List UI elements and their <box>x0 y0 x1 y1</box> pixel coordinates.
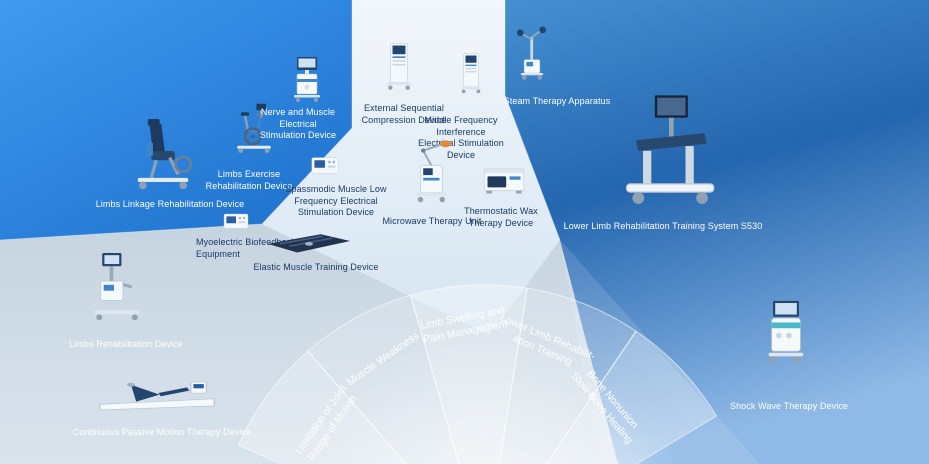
device-label-limbs-exercise: Limbs Exercise Rehabilitation Device <box>205 169 293 191</box>
device-label-cpm: Continuous Passive Motion Therapy Device <box>72 427 252 437</box>
device-label-middle-frequency: Middle Frequency Interference Electrical… <box>418 115 504 161</box>
device-label-limbs-linkage: Limbs Linkage Rehabilitation Device <box>95 199 245 209</box>
background-panel-top-center <box>262 0 560 335</box>
device-label-wax: Thermostatic Wax Therapy Device <box>464 206 538 228</box>
device-label-microwave: Microwave Therapy Unit <box>382 216 482 226</box>
device-limbs-rehabilitation <box>80 238 154 336</box>
fan-sector-lower-limb-training <box>498 287 637 464</box>
background-panel-right <box>505 0 929 464</box>
shock-cart-icon <box>750 280 822 388</box>
device-label-steam-therapy: Steam Therapy Apparatus <box>503 96 611 106</box>
panel-seam-right <box>504 0 561 241</box>
tabletop-unit-icon <box>298 140 352 184</box>
device-thermostatic-wax <box>472 150 536 205</box>
device-spassmodic-muscle-stimulation <box>298 140 352 184</box>
device-label-shock-wave: Shock Wave Therapy Device <box>729 401 849 411</box>
steam-unit-icon <box>504 13 560 95</box>
training-mat-icon <box>260 216 358 264</box>
tower-unit-icon <box>372 28 426 102</box>
cpm-machine-icon <box>92 354 222 424</box>
device-shock-wave-therapy <box>750 280 822 388</box>
device-lower-limb-training-system <box>610 86 728 218</box>
device-label-lower-limb-s530: Lower Limb Rehabilitation Training Syste… <box>563 221 763 231</box>
wax-box-icon <box>472 150 536 205</box>
fan-sector-bone-nonunion <box>545 330 718 464</box>
fan-sector-muscle-weakness <box>307 294 460 464</box>
device-steam-therapy <box>504 13 560 95</box>
cart-monitor-icon <box>282 48 332 110</box>
device-label-external-compression: External Sequential Compression Device <box>361 103 447 125</box>
device-middle-frequency-stimulation <box>448 32 494 112</box>
articulated-arm-unit-icon <box>396 126 464 216</box>
device-label-spassmodic: Spassmodic Muscle Low Frequency Electric… <box>285 184 387 218</box>
device-label-nerve-muscle: Nerve and Muscle Electrical Stimulation … <box>259 107 337 141</box>
panel-seam-left <box>0 0 353 241</box>
device-label-elastic: Elastic Muscle Training Device <box>253 262 379 272</box>
fan-center-glow <box>291 335 679 464</box>
training-table-icon <box>610 86 728 218</box>
tower-unit-icon <box>448 32 494 112</box>
device-continuous-passive-motion <box>92 354 222 424</box>
device-label-myoelectric: Myoelectric Biofeedback Equipment <box>196 237 296 259</box>
frame-unit-icon <box>80 238 154 336</box>
fan-sector-limb-swelling-pain <box>409 284 528 464</box>
device-myoelectric-biofeedback <box>208 198 264 238</box>
tabletop-unit-icon <box>208 198 264 238</box>
device-external-sequential-compression <box>372 28 426 102</box>
device-label-limbs-rehabilitation: Limbs Rehabilitation Device <box>69 339 183 349</box>
background-panel-top-left <box>0 0 352 240</box>
fan-sector-limitation-of-joint-rom <box>237 350 407 464</box>
device-nerve-muscle-stimulation <box>282 48 332 110</box>
device-microwave-therapy <box>396 126 464 216</box>
device-elastic-muscle-training <box>260 216 358 264</box>
